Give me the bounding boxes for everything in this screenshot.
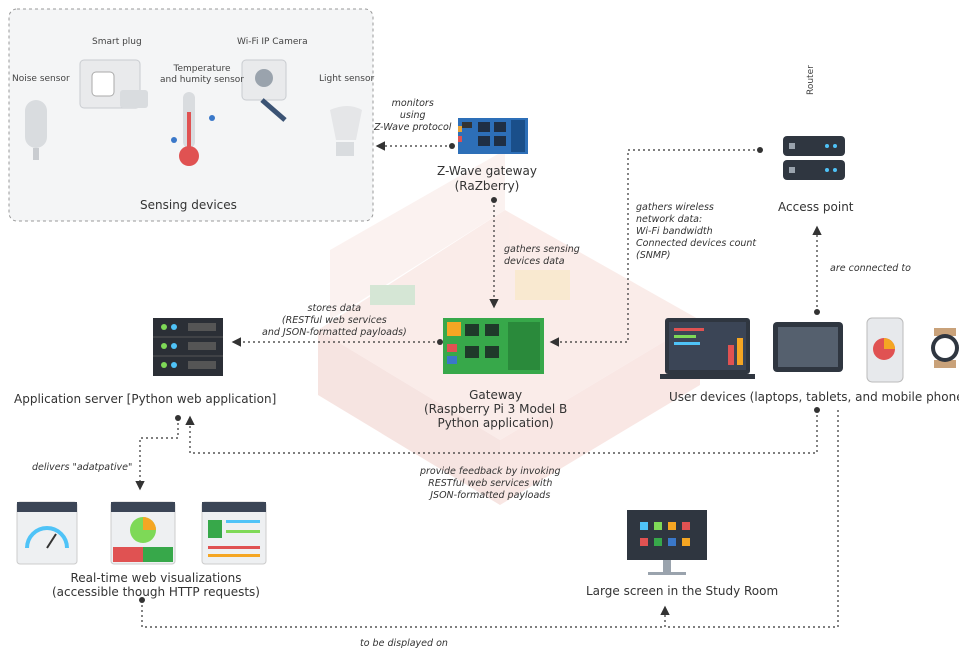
gateway-title: Gateway (Raspberry Pi 3 Model B Python a… (424, 388, 568, 430)
displayed-on-label: to be displayed on (360, 638, 448, 649)
edge-viz-to-screen (141, 600, 670, 628)
viz-pie-window (110, 501, 176, 565)
phone-icon (866, 317, 904, 383)
app-server-title: Application server [Python web applicati… (14, 392, 277, 406)
light-sensor-label: Light sensor (319, 74, 375, 84)
stores-data-label: stores data (RESTful web services and JS… (262, 303, 407, 338)
edge-feedback (185, 410, 818, 454)
gathers-sensing-label: gathers sensing devices data (504, 244, 580, 267)
zwave-board-icon (458, 118, 528, 154)
are-connected-label: are connected to (830, 263, 911, 274)
access-point-title: Access point (778, 200, 854, 214)
viz-title: Real-time web visualizations (accessible… (52, 571, 260, 599)
tablet-icon (773, 322, 843, 372)
server-icon (153, 318, 223, 376)
camera-icon (241, 59, 287, 122)
light-sensor-icon (330, 106, 362, 156)
noise-sensor-label: Noise sensor (12, 74, 70, 84)
raspberry-pi-icon (443, 318, 544, 374)
sensing-devices-title: Sensing devices (140, 198, 237, 212)
monitors-label: monitors using Z-Wave protocol (374, 98, 452, 133)
router-icon (783, 136, 845, 180)
delivers-label: delivers "adatpative" (32, 462, 133, 473)
viz-list-window (201, 501, 267, 565)
camera-label: Wi-Fi IP Camera (237, 37, 308, 47)
large-screen-icon (627, 510, 707, 575)
laptop-icon (660, 318, 755, 379)
smart-plug-icon (79, 59, 148, 109)
edge-server-to-viz (135, 418, 179, 491)
study-room-illustration (318, 150, 700, 505)
temp-sensor-label: Temperature and humity sensor (160, 64, 245, 85)
viz-gauge-window (16, 501, 78, 565)
router-label: Router (806, 65, 816, 95)
edge-router-to-gateway (549, 149, 760, 347)
user-devices-title: User devices (laptops, tablets, and mobi… (669, 390, 959, 404)
large-screen-title: Large screen in the Study Room (586, 584, 779, 598)
smart-plug-label: Smart plug (92, 37, 142, 47)
noise-sensor-icon (25, 100, 47, 160)
zwave-title: Z-Wave gateway (RaZberry) (437, 164, 537, 193)
gathers-wireless-label: gathers wireless network data: Wi-Fi ban… (636, 202, 757, 261)
thermometer-icon (171, 92, 215, 166)
feedback-label: provide feedback by invoking RESTful web… (420, 466, 561, 501)
edge-screen-to-devices (668, 410, 839, 628)
watch-icon (931, 328, 959, 368)
